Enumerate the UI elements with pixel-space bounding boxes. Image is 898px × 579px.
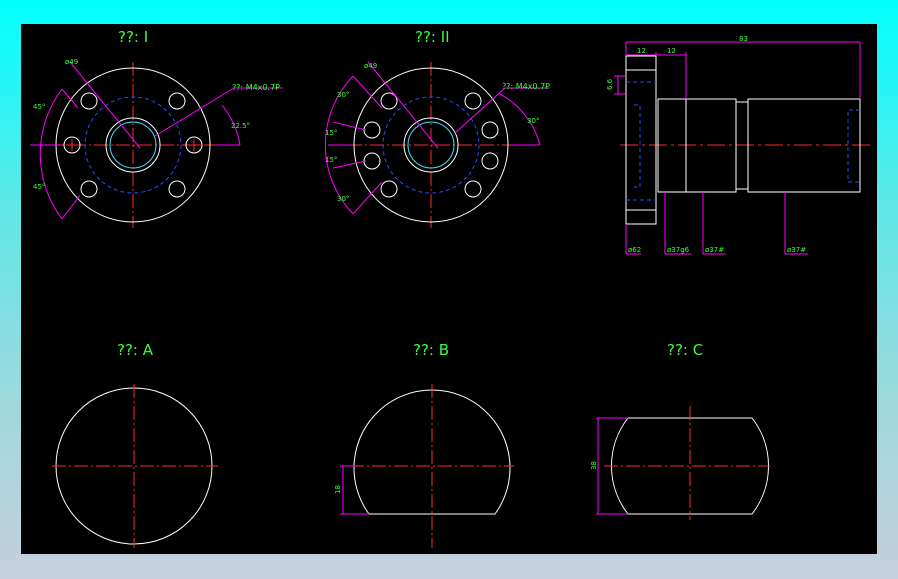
v2-angle-right: 30° [527, 117, 539, 125]
v2-hole [363, 152, 381, 170]
v2-hole [464, 180, 482, 198]
v1-hole [63, 136, 81, 154]
side-view: 83 12 12 6.6 ø62 ø37g6 ø37# ø37# [606, 35, 872, 255]
drawing-canvas[interactable]: ??: I ø49 ??: M4x0.7P 45° 45° 22.5° [21, 24, 877, 554]
vb-flat-dim: 18 [334, 485, 342, 494]
v2-hole [380, 92, 398, 110]
v2-pcd-circle [382, 96, 480, 194]
v2-dimensions [324, 61, 550, 215]
v1-pcd-label: ø49 [65, 58, 78, 66]
v1-pcd-circle [84, 96, 182, 194]
v1-thread-note: ??: M4x0.7P [232, 83, 280, 92]
v1-hole [185, 136, 203, 154]
v1-hole-centers [66, 139, 200, 151]
drawing-svg: ??: I ø49 ??: M4x0.7P 45° 45° 22.5° [30, 28, 872, 548]
v1-angle-right: 22.5° [231, 122, 250, 130]
vc-outline [611, 417, 769, 515]
side-hidden [626, 81, 860, 201]
v2-outer-circle [353, 67, 509, 223]
view-b-title: ??: B [413, 341, 449, 359]
v2-angle-30-bottom: 30° [337, 195, 349, 203]
view-a: ??: A [52, 341, 218, 548]
view-c-title: ??: C [667, 341, 703, 359]
v1-angle-arc-right [221, 104, 241, 146]
v2-bore-inner [407, 121, 455, 169]
v1-hole [80, 180, 98, 198]
vc-dimensions [596, 417, 628, 515]
side-d37g6: ø37g6 [667, 246, 690, 254]
v2-angle-30-top: 30° [337, 91, 349, 99]
side-outline [625, 55, 861, 225]
v1-angle-arc-left [39, 88, 63, 220]
vb-outline [353, 389, 511, 515]
vb-dimensions [340, 465, 369, 515]
v1-angle-top: 45° [33, 103, 45, 111]
side-flange-dim: 12 [637, 47, 646, 55]
side-flange [625, 55, 657, 225]
side-body [747, 98, 861, 193]
v2-hole [481, 152, 499, 170]
v2-angle-arc-right [499, 93, 541, 146]
view-1-title: ??: I [118, 28, 148, 46]
view-2-title: ??: II [415, 28, 450, 46]
v2-hole [464, 92, 482, 110]
v2-thread-note: ??: M4x0.7P [502, 82, 550, 91]
view-b: 18 ??: B [334, 341, 514, 548]
v1-hole [80, 92, 98, 110]
v2-angle-arc-left [324, 75, 354, 215]
v1-bore-inner [109, 121, 157, 169]
v2-bore-outer [403, 117, 459, 173]
side-d37-b: ø37# [787, 246, 806, 254]
v2-hole [380, 180, 398, 198]
view-2: ??: II ø49 ??: M4x0.7P 30° 15° 15° 30° 3… [324, 28, 550, 228]
v1-hole [168, 92, 186, 110]
v2-angle-15-bottom: 15° [325, 156, 337, 164]
side-journal [657, 98, 737, 193]
v2-pcd-label: ø49 [364, 62, 377, 70]
vc-width-dim: 38 [590, 461, 598, 470]
v1-bolt-holes [63, 92, 203, 198]
v1-dimensions [30, 61, 283, 220]
side-overall-dim: 83 [739, 35, 748, 43]
side-dimensions [614, 41, 861, 255]
v2-angle-15-top: 15° [325, 129, 337, 137]
v2-hole [481, 121, 499, 139]
view-a-title: ??: A [117, 341, 154, 359]
side-left-dim: 6.6 [606, 78, 614, 90]
v1-hole [168, 180, 186, 198]
side-d37-a: ø37# [705, 246, 724, 254]
v1-bore-outer [105, 117, 161, 173]
view-c: 38 ??: C [590, 341, 770, 520]
v2-bolt-holes [363, 92, 499, 198]
v2-hole [363, 121, 381, 139]
side-neck-dim: 12 [667, 47, 676, 55]
side-d62: ø62 [628, 246, 641, 254]
view-1: ??: I ø49 ??: M4x0.7P 45° 45° 22.5° [30, 28, 283, 228]
v1-angle-bottom: 45° [33, 183, 45, 191]
